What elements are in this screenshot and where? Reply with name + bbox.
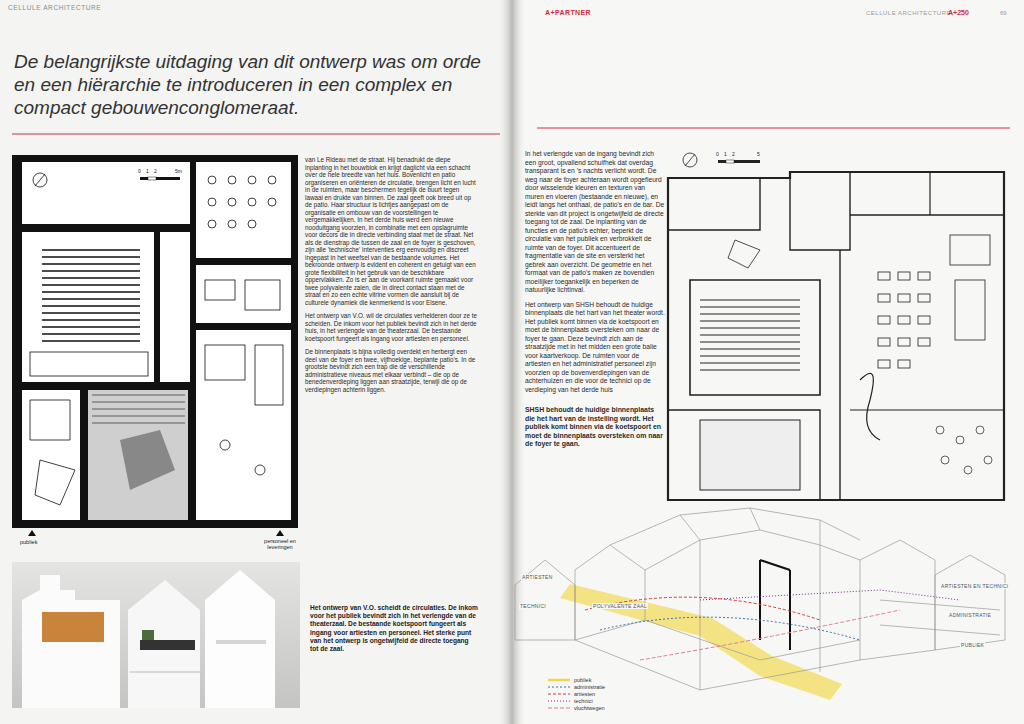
scale-number: 0 — [716, 151, 719, 157]
zone-label: ADMINISTRATIE — [948, 612, 992, 618]
running-head: CELLULE ARCHITECTURE — [8, 4, 101, 12]
section-tag: A+PARTNER — [545, 9, 591, 17]
legend-line-sample — [548, 705, 570, 711]
scale-number: 0 — [138, 168, 141, 174]
body-paragraph: van Le Rideau met de straat. Hij benadru… — [305, 156, 478, 306]
legend-row: artiesten — [548, 690, 595, 697]
axonometric-view — [515, 508, 1005, 700]
legend-line-sample — [548, 691, 570, 697]
scale-number: 5 — [757, 151, 760, 157]
legend-line-sample — [548, 684, 570, 690]
model-photo — [12, 562, 300, 708]
zone-label: ARTIESTEN — [521, 574, 554, 580]
photo-caption: SHSH behoudt de huidige binnenplaats die… — [525, 406, 665, 449]
legend-text: publiek — [574, 677, 591, 683]
page-number: 69 — [1000, 10, 1007, 17]
left-page — [0, 0, 511, 724]
legend-text: artiesten — [574, 691, 595, 697]
legend-text: technici — [574, 698, 593, 704]
running-head: CELLULE ARCHITECTURE — [866, 10, 951, 17]
body-paragraph: In het verlengde van de ingang bevindt z… — [525, 150, 665, 295]
body-paragraph: Het ontwerp van V.O. wil de circulaties … — [305, 312, 478, 342]
issue-number: A+250 — [948, 9, 969, 17]
right-page — [511, 0, 1024, 724]
scale-number: 2 — [154, 168, 157, 174]
legend-row: vluchtwegen — [548, 704, 605, 711]
photo-caption: Het ontwerp van V.O. scheidt de circulat… — [310, 604, 478, 653]
zone-label: PUBLIEK — [960, 642, 985, 648]
legend-line-sample — [548, 677, 570, 683]
floor-plan-left — [12, 155, 298, 536]
legend-text: vluchtwegen — [574, 705, 605, 711]
legend-row: technici — [548, 697, 593, 704]
zone-label: POLYVALENTE ZAAL — [592, 603, 648, 609]
zone-label: ARTIESTEN EN TECHNICI — [940, 583, 1010, 589]
scale-number: 1 — [724, 151, 727, 157]
legend-row: publiek — [548, 676, 591, 683]
text-column: van Le Rideau met de straat. Hij benadru… — [305, 156, 478, 399]
legend-text: administratie — [574, 684, 605, 690]
page-heading: De belangrijkste uitdaging van dit ontwe… — [14, 50, 500, 119]
red-rule — [537, 128, 1010, 129]
legend-line-sample — [548, 698, 570, 704]
legend-row: administratie — [548, 683, 605, 690]
red-rule — [12, 134, 500, 135]
entrance-label: publiek — [20, 539, 37, 546]
text-column: In het verlengde van de ingang bevindt z… — [525, 150, 665, 455]
zone-label: TECHNICI — [519, 603, 547, 609]
gutter-shadow — [498, 0, 526, 724]
scale-number: 1 — [146, 168, 149, 174]
body-paragraph: Het ontwerp van SHSH behoudt de huidige … — [525, 301, 665, 395]
scale-number: 5m — [175, 168, 182, 174]
entrance-label: personeel en leveringen — [252, 538, 308, 551]
body-paragraph: De binnenplaats is bijna volledig overde… — [305, 348, 478, 393]
scale-number: 2 — [732, 151, 735, 157]
floor-plan-right — [668, 153, 1004, 500]
